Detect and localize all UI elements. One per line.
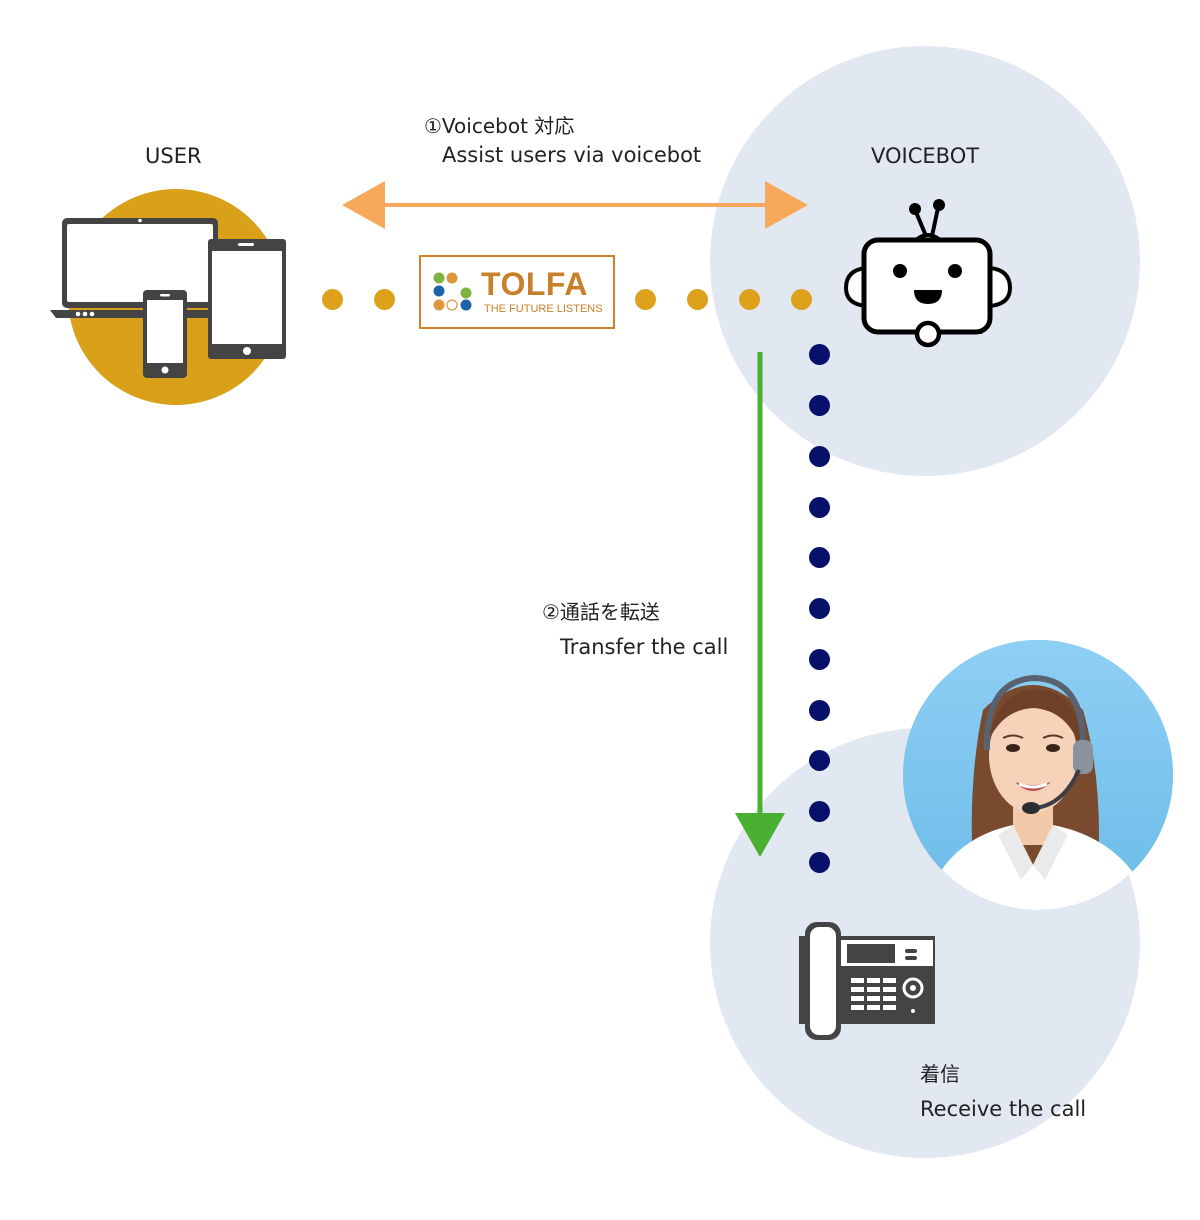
operator-headset-photo <box>903 640 1173 910</box>
devices-icon <box>50 218 286 378</box>
receive-label: 着信 Receive the call <box>920 1060 1086 1124</box>
connection-dot <box>809 395 830 416</box>
arrow-head-left <box>342 181 385 229</box>
connection-dot <box>322 289 343 310</box>
robot-icon <box>843 199 1013 348</box>
connection-dot <box>791 289 812 310</box>
step1-jp: ①Voicebot 対応 <box>424 114 575 138</box>
desk-phone-icon <box>799 922 935 1040</box>
step2-en: Transfer the call <box>560 635 729 659</box>
connection-dot <box>635 289 656 310</box>
connection-dot <box>809 750 830 771</box>
receive-en: Receive the call <box>920 1097 1087 1121</box>
tolfa-logo-mark-icon <box>433 272 472 311</box>
connection-dot <box>809 497 830 518</box>
arrow-head-right <box>765 181 808 229</box>
logo-tagline: THE FUTURE LISTENS <box>484 303 603 315</box>
connection-dot <box>687 289 708 310</box>
connection-dot <box>809 649 830 670</box>
connection-dot <box>374 289 395 310</box>
step1-label: ①Voicebot 対応 Assist users via voicebot <box>424 112 701 170</box>
connection-dot <box>809 598 830 619</box>
connection-dot <box>739 289 760 310</box>
bidirectional-arrow <box>342 181 808 229</box>
connection-dot <box>809 700 830 721</box>
operator-illustration <box>903 640 1173 910</box>
connection-dot <box>809 801 830 822</box>
step1-en: Assist users via voicebot <box>442 143 702 167</box>
arrow-head-down <box>735 813 785 857</box>
connection-dot <box>809 344 830 365</box>
connection-dot <box>809 547 830 568</box>
connection-dot <box>809 446 830 467</box>
connection-dot <box>809 852 830 873</box>
logo-title: TOLFA <box>481 266 588 302</box>
user-label: USER <box>145 144 202 168</box>
transfer-arrow <box>735 352 785 857</box>
step2-label: ②通話を転送 Transfer the call <box>542 598 728 662</box>
tolfa-logo: TOLFA THE FUTURE LISTENS <box>419 255 615 329</box>
receive-jp: 着信 <box>920 1062 960 1086</box>
step2-jp: ②通話を転送 <box>542 600 660 624</box>
voicebot-label: VOICEBOT <box>871 144 980 168</box>
